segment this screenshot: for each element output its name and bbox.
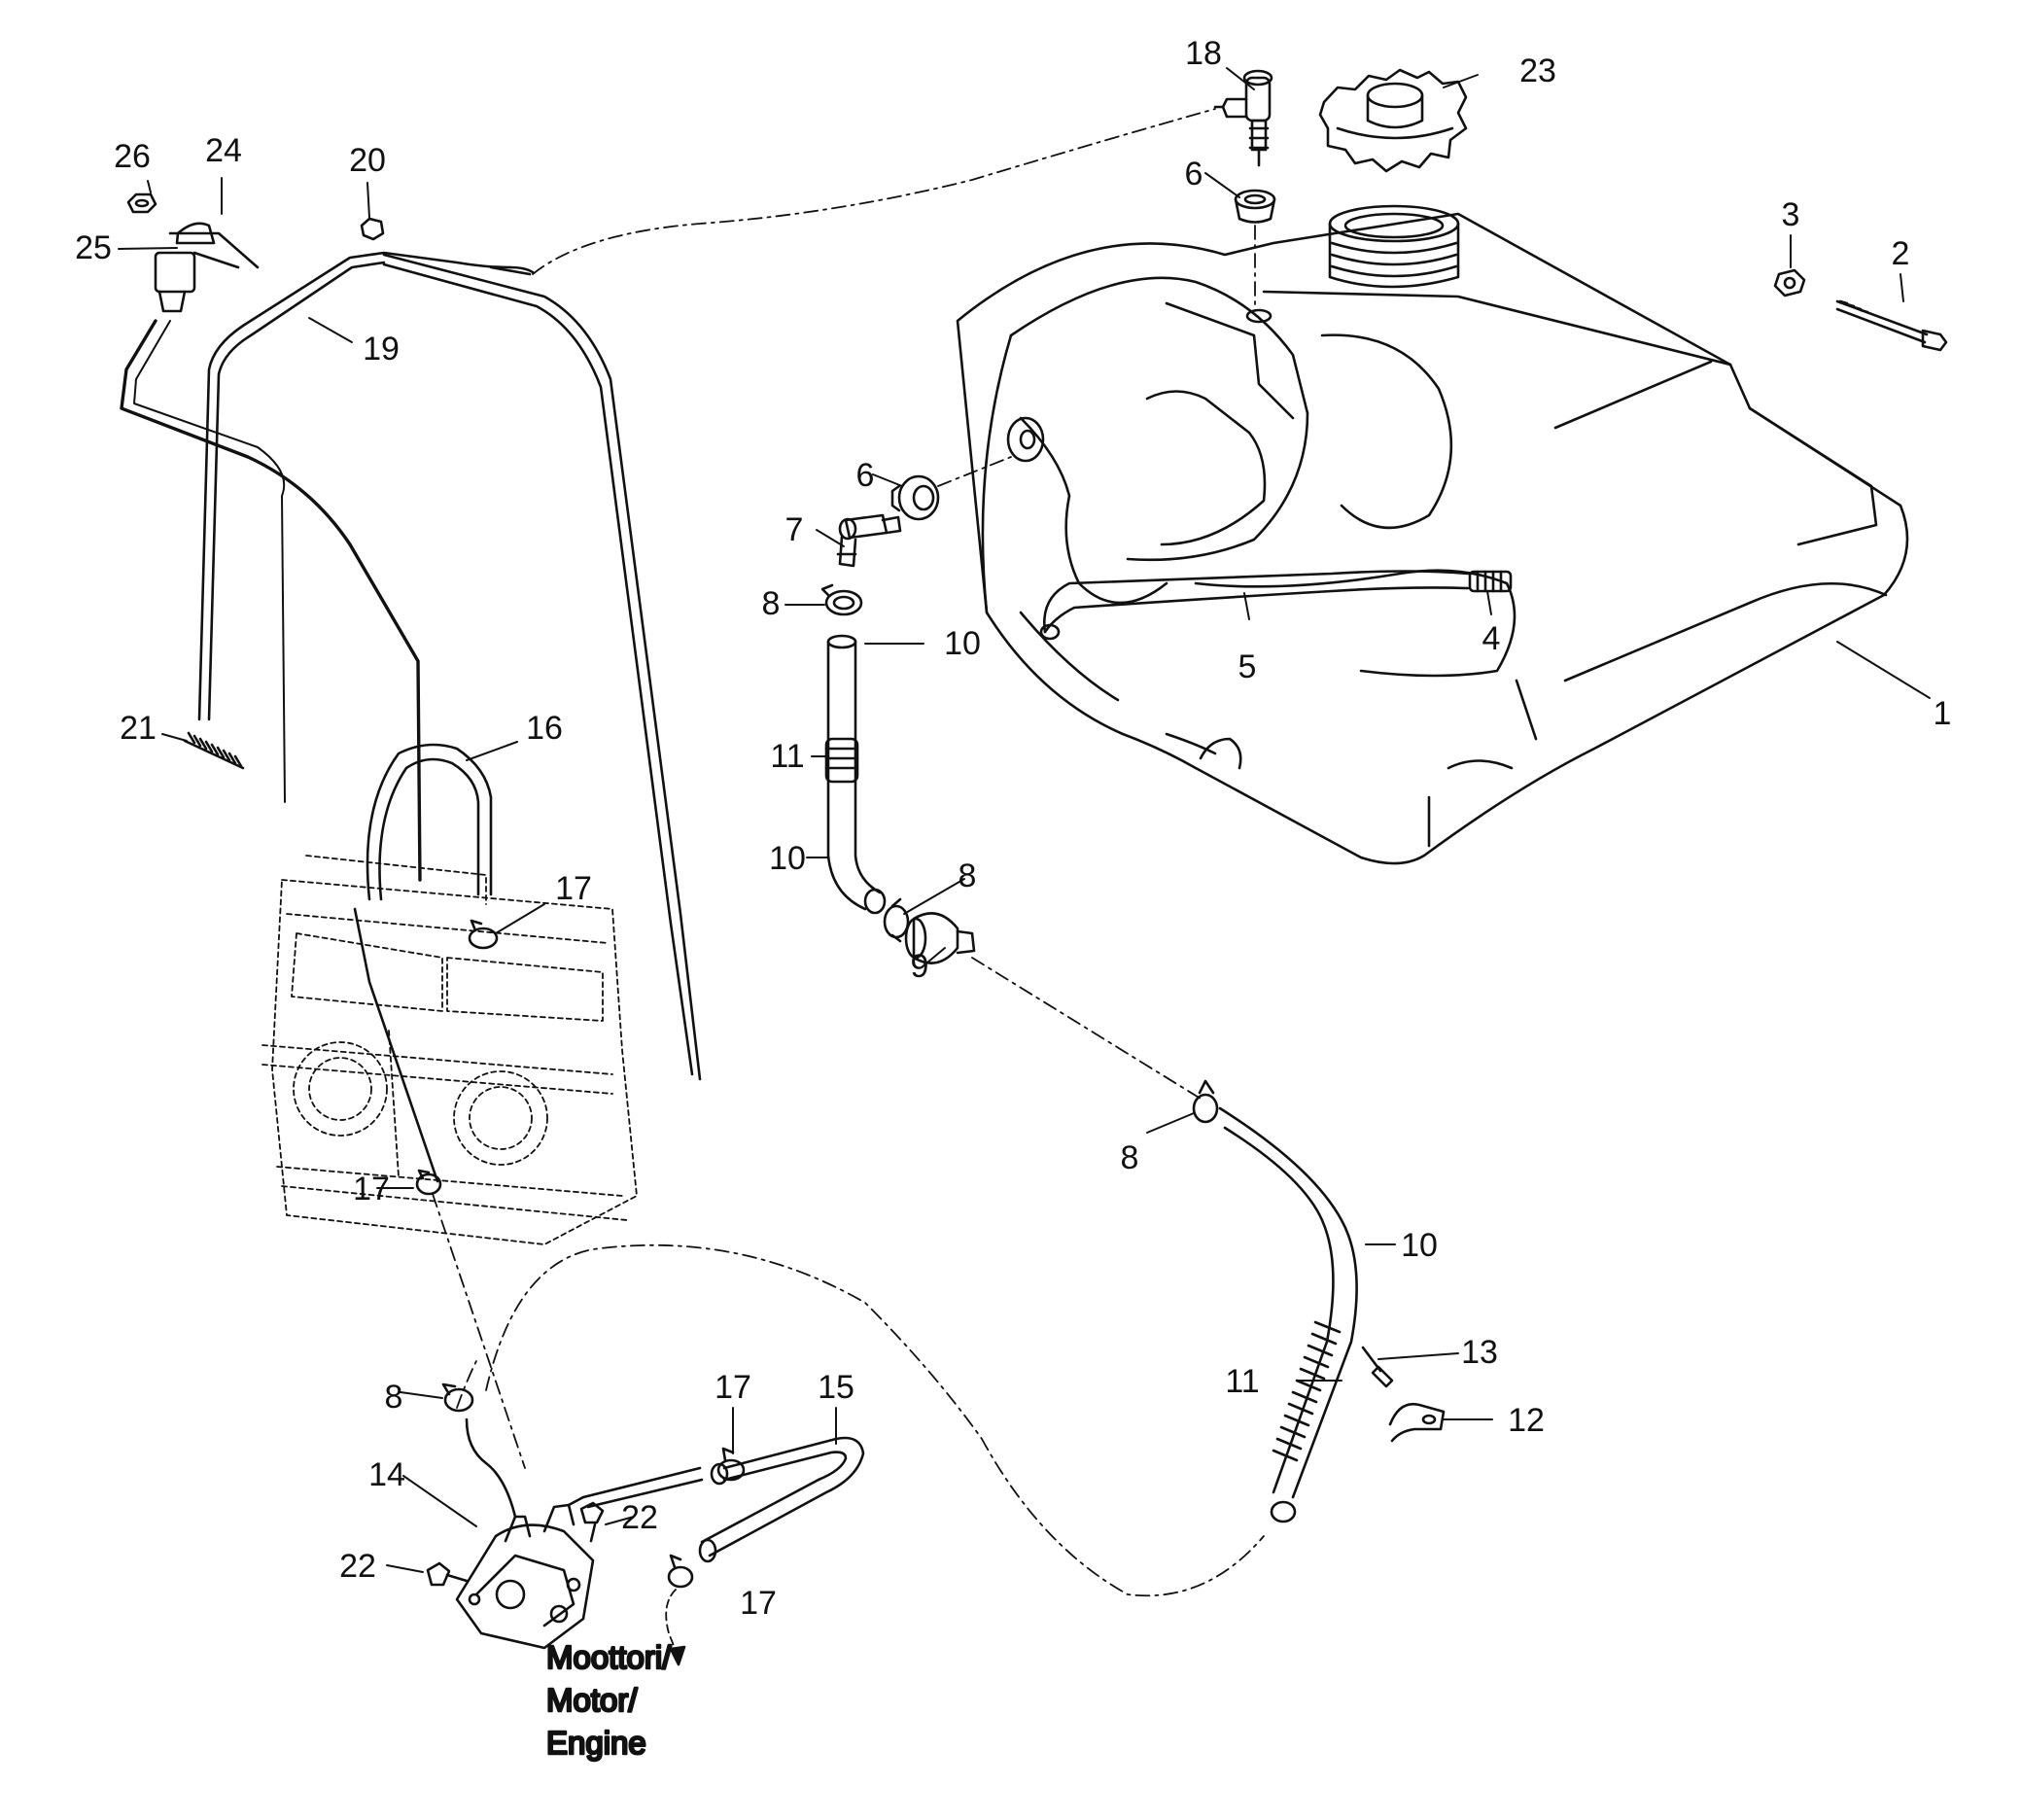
hose-clamp	[820, 583, 863, 616]
callout-c25: 25	[75, 229, 112, 266]
callout-c3: 3	[1782, 196, 1800, 233]
callout-c19: 19	[363, 331, 400, 368]
callout-c10c: 10	[1401, 1227, 1438, 1264]
engine-note-line-2: Motor/	[546, 1682, 638, 1718]
engine-note-line-3: Engine	[546, 1725, 646, 1761]
spring	[183, 731, 245, 770]
to-engine-arrow	[665, 1589, 686, 1666]
engine-ghost	[261, 855, 638, 1245]
callout-c22b: 22	[339, 1548, 376, 1585]
line-clip	[360, 217, 385, 241]
hose-clamp	[468, 919, 499, 950]
callout-c5: 5	[1238, 648, 1257, 685]
pump-screw	[579, 1501, 605, 1543]
callout-c23: 23	[1519, 52, 1556, 89]
pump-outlet-hose	[581, 1436, 865, 1563]
pump-screw	[426, 1561, 469, 1587]
callout-c8b: 8	[959, 858, 977, 894]
tank-grommet	[890, 456, 1012, 521]
hose-clamp	[883, 897, 910, 943]
tank-vent-line	[197, 251, 702, 1081]
leader-lines	[118, 67, 1931, 1573]
callout-c21: 21	[120, 710, 157, 747]
callout-c8c: 8	[1121, 1139, 1139, 1176]
callout-c4: 4	[1482, 620, 1501, 657]
callout-c6a: 6	[1185, 156, 1203, 192]
filler-cap	[1318, 68, 1468, 173]
hose-clamp	[1192, 1079, 1219, 1124]
primer-line	[120, 319, 422, 882]
fuel-pump	[455, 1418, 595, 1650]
callout-c14: 14	[368, 1456, 405, 1493]
callout-c8d: 8	[385, 1379, 403, 1416]
fuel-hose	[1218, 1106, 1358, 1523]
callout-c17d: 17	[740, 1585, 777, 1622]
hose-clamp	[441, 1382, 474, 1413]
callout-layer: 1234566788889101010111112131415161717171…	[75, 35, 1951, 1622]
fuel-tank	[956, 204, 1909, 865]
callout-c9: 9	[911, 948, 929, 985]
callout-c22a: 22	[621, 1499, 658, 1536]
callout-c20: 20	[349, 142, 386, 179]
callout-c24: 24	[205, 132, 242, 169]
hose-holder	[1388, 1402, 1446, 1443]
callout-c6b: 6	[856, 457, 875, 494]
hose-clamp	[716, 1447, 746, 1482]
callout-c8a: 8	[762, 585, 781, 622]
screw	[1361, 1346, 1394, 1388]
callout-c7: 7	[785, 511, 804, 548]
vent-hose	[824, 634, 887, 915]
callout-c12: 12	[1508, 1402, 1545, 1439]
callout-c11a: 11	[770, 738, 804, 775]
hose-clamp	[667, 1554, 694, 1589]
callout-c18: 18	[1185, 35, 1222, 72]
primer-fitting	[126, 192, 260, 313]
callout-c10b: 10	[769, 840, 806, 877]
engine-note-line-1: Moottori/	[546, 1639, 672, 1675]
mounting-bolt	[1835, 299, 1948, 352]
callout-c11b: 11	[1225, 1363, 1259, 1400]
callout-c10a: 10	[944, 625, 981, 662]
hose-clamp	[415, 1169, 442, 1196]
primer-line-thin	[133, 320, 286, 803]
callout-c17b: 17	[353, 1171, 390, 1208]
impulse-hose	[366, 743, 493, 901]
callout-c16: 16	[526, 710, 563, 747]
vent-elbow-fitting	[1213, 69, 1276, 312]
fuel-filter	[904, 912, 1202, 1100]
hex-nut	[1773, 268, 1806, 298]
callout-c1: 1	[1934, 695, 1952, 732]
callout-c17a: 17	[555, 870, 592, 907]
vent-elbow	[836, 513, 902, 568]
callout-c17c: 17	[715, 1369, 751, 1406]
callout-c2: 2	[1892, 235, 1910, 272]
callout-c15: 15	[818, 1369, 854, 1406]
callout-c13: 13	[1461, 1334, 1498, 1371]
callout-c26: 26	[114, 138, 151, 175]
routing-lines	[432, 108, 1265, 1597]
pulse-line	[353, 907, 439, 1183]
